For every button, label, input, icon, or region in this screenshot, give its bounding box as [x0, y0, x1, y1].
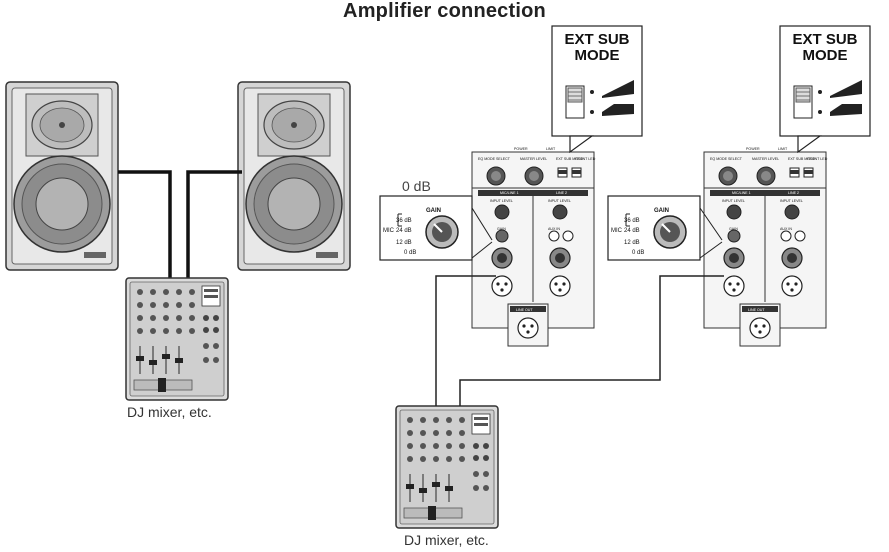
amp2-inputlevel-2: INPUT LEVEL [780, 199, 803, 203]
gain-step-0-2: 0 dB [632, 250, 644, 256]
gain-labels-2: GAIN MIC 36 dB 24 dB 12 dB 0 dB [611, 208, 669, 256]
amp-panel-1 [471, 151, 595, 347]
mixer-caption-bottom: DJ mixer, etc. [404, 532, 489, 548]
amp2-aux-label: AUX IN [780, 227, 792, 231]
gain-default-label: 0 dB [402, 178, 431, 194]
speaker-right [237, 81, 351, 271]
amp1-aux-label: AUX IN [548, 227, 560, 231]
amp2-frontled-label: FRONT LED [807, 157, 828, 161]
amp2-power-label: POWER [746, 147, 760, 151]
diagram-title: Amplifier connection [343, 0, 546, 22]
ext-sub-line2-1: MODE [574, 47, 620, 64]
amp1-limit-label: LIMIT [546, 147, 556, 151]
gain-mic-2: MIC [611, 228, 623, 234]
amp1-frontled-label: FRONT LED [575, 157, 596, 161]
amp2-inputlevel-1: INPUT LEVEL [722, 199, 745, 203]
amp2-limit-label: LIMIT [778, 147, 788, 151]
amp1-inputlevel-2: INPUT LEVEL [548, 199, 571, 203]
amp2-lineout-label: LINE OUT [748, 308, 765, 312]
gain-title-1: GAIN [426, 208, 441, 214]
amp-panel-2 [703, 151, 827, 347]
amp1-ch2-label: LINE 2 [556, 191, 567, 195]
gain-labels-1: GAIN MIC 36 dB 24 dB 12 dB 0 dB [383, 208, 441, 256]
amp1-master-label: MASTER LEVEL [520, 157, 547, 161]
amp1-eq-label: EQ MODE SELECT [478, 157, 511, 161]
gain-pointers [471, 207, 723, 259]
mixer-caption-left: DJ mixer, etc. [127, 404, 212, 420]
amp1-gain-label: GAIN [497, 227, 506, 231]
amp1-inputlevel-1: INPUT LEVEL [490, 199, 513, 203]
amp-panel-1-labels: POWER LIMIT EQ MODE SELECT MASTER LEVEL … [478, 147, 596, 312]
amp1-lineout-label: LINE OUT [516, 308, 533, 312]
amp1-ch1-label: MIC/LINE 1 [500, 191, 519, 195]
ext-sub-pointers [569, 135, 822, 154]
gain-step-12-2: 12 dB [624, 240, 640, 246]
gain-mic-1: MIC [383, 228, 395, 234]
gain-step-36-2: 36 dB [624, 218, 640, 224]
amp2-eq-label: EQ MODE SELECT [710, 157, 743, 161]
amp1-power-label: POWER [514, 147, 528, 151]
ext-sub-line1-1: EXT SUB [564, 31, 630, 48]
amp2-ch1-label: MIC/LINE 1 [732, 191, 751, 195]
gain-step-36-1: 36 dB [396, 218, 412, 224]
dj-mixer-left [125, 277, 229, 401]
gain-step-0-1: 0 dB [404, 250, 416, 256]
ext-sub-mode-callout-2: EXT SUB MODE [780, 32, 870, 64]
ext-sub-line1-2: EXT SUB [792, 31, 858, 48]
speaker-cables [118, 170, 242, 282]
speaker-left [5, 81, 119, 271]
mixer-to-amp-cables [435, 275, 724, 406]
amp2-master-label: MASTER LEVEL [752, 157, 779, 161]
dj-mixer-bottom [395, 405, 499, 529]
gain-step-24-2: 24 dB [624, 228, 640, 234]
gain-title-2: GAIN [654, 208, 669, 214]
amp-panel-2-labels: POWER LIMIT EQ MODE SELECT MASTER LEVEL … [710, 147, 828, 312]
amp2-gain-label: GAIN [729, 227, 738, 231]
amp2-extsub-label: EXT SUB MODE [788, 157, 816, 161]
amp1-extsub-label: EXT SUB MODE [556, 157, 584, 161]
ext-sub-line2-2: MODE [802, 47, 848, 64]
gain-step-24-1: 24 dB [396, 228, 412, 234]
ext-sub-mode-callout-1: EXT SUB MODE [552, 32, 642, 64]
amp2-ch2-label: LINE 2 [788, 191, 799, 195]
gain-step-12-1: 12 dB [396, 240, 412, 246]
